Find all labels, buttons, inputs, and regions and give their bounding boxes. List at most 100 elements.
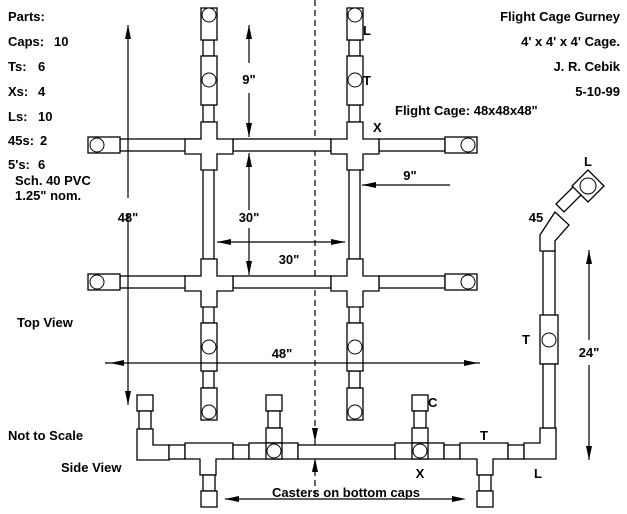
parts-xs-qty: 4 — [38, 84, 46, 99]
pipe — [202, 304, 215, 324]
elbow-fitting — [136, 428, 170, 461]
cap — [411, 394, 429, 412]
label-T-side: T — [480, 428, 488, 443]
label-X: X — [373, 120, 382, 135]
pipe — [232, 138, 332, 152]
pipe — [232, 275, 332, 289]
label-T-handle: T — [522, 332, 530, 347]
material-spec: Sch. 40 PVC — [15, 173, 91, 188]
end-fitting — [87, 273, 121, 291]
drawing-title: Flight Cage Gurney — [500, 9, 621, 24]
dim-top-extension-9: 9" — [242, 72, 255, 87]
top-view: L T X — [87, 7, 478, 421]
label-X-side: X — [416, 466, 425, 481]
cross-fitting — [184, 121, 234, 171]
tee-fitting — [539, 314, 559, 365]
not-to-scale-label: Not to Scale — [8, 428, 83, 443]
pipe — [348, 39, 361, 57]
pipe — [348, 168, 361, 260]
tee-fitting — [459, 442, 509, 476]
title-block: Flight Cage Gurney 4' x 4' x 4' Cage. J.… — [395, 9, 621, 118]
tee-fitting — [200, 322, 218, 372]
pipe — [478, 474, 492, 492]
parts-5s-qty: 6 — [38, 157, 45, 172]
pipe — [232, 444, 250, 460]
end-fitting — [444, 273, 478, 291]
label-45: 45 — [529, 210, 543, 225]
parts-xs-label: Xs: — [8, 84, 28, 99]
dim-width-48: 48" — [272, 346, 293, 361]
pipe — [348, 104, 361, 123]
dim-inner-vertical-30: 30" — [239, 210, 260, 225]
label-T: T — [363, 73, 371, 88]
pipe — [378, 138, 446, 152]
pipe — [168, 444, 186, 460]
pipe — [542, 250, 556, 319]
pipe — [202, 370, 215, 389]
casters-note: Casters on bottom caps — [272, 485, 420, 500]
pipe — [443, 444, 461, 460]
elbow-fitting — [571, 169, 605, 203]
pipe — [542, 363, 556, 429]
label-C: C — [428, 395, 438, 410]
label-L-handle: L — [584, 154, 592, 169]
caster-cap — [200, 490, 218, 508]
parts-45s-label: 45s: — [8, 133, 34, 148]
cross-fitting — [330, 121, 380, 171]
parts-ls-label: Ls: — [8, 109, 28, 124]
label-L-side: L — [534, 466, 542, 481]
material-size: 1.25" nom. — [15, 188, 81, 203]
side-view: C X T L 45 L T Casters on bottom caps — [136, 154, 605, 508]
pipe — [413, 410, 427, 429]
tee-fitting — [200, 55, 218, 106]
pipe — [348, 304, 361, 324]
cap — [136, 394, 154, 412]
parts-ts-qty: 6 — [38, 59, 45, 74]
label-L: L — [363, 23, 371, 38]
dimensions: 48" 9" 30" 30" 9" 48" 24" — [105, 25, 599, 472]
cap — [265, 394, 283, 412]
tee-fitting — [184, 442, 234, 476]
pipe — [378, 275, 446, 289]
pipe — [348, 370, 361, 389]
end-fitting — [444, 136, 478, 154]
end-fitting — [346, 387, 364, 421]
end-fitting — [200, 7, 218, 41]
parts-45s-qty: 2 — [40, 133, 47, 148]
dim-inner-horizontal-30: 30" — [279, 252, 300, 267]
parts-list: Parts: Caps: 10 Ts: 6 Xs: 4 Ls: 10 45s: … — [8, 9, 91, 203]
tee-fitting — [346, 322, 364, 372]
cage-size: 4' x 4' x 4' Cage. — [521, 34, 620, 49]
pipe — [138, 410, 152, 430]
dim-side-extension-9: 9" — [403, 168, 416, 183]
cross-fitting — [330, 258, 380, 308]
end-fitting — [346, 7, 364, 41]
cage-note: Flight Cage: 48x48x48" — [395, 103, 538, 118]
dim-height-48: 48" — [118, 210, 139, 225]
cross-fitting — [184, 258, 234, 308]
parts-5s-label: 5's: — [8, 157, 30, 172]
top-view-label: Top View — [17, 315, 74, 330]
pipe — [507, 444, 525, 460]
45-degree-fitting — [539, 210, 570, 252]
dim-handle-24: 24" — [579, 345, 600, 360]
parts-ts-label: Ts: — [8, 59, 27, 74]
arrowhead — [125, 391, 131, 405]
tee-fitting — [346, 55, 364, 106]
parts-ls-qty: 10 — [38, 109, 52, 124]
pipe — [202, 104, 215, 123]
elbow-fitting — [523, 427, 557, 460]
parts-caps-label: Caps: — [8, 34, 44, 49]
pipe — [202, 168, 215, 260]
caster-cap — [476, 490, 494, 508]
pipe — [202, 39, 215, 57]
arrowhead — [125, 25, 131, 39]
end-fitting — [200, 387, 218, 421]
parts-heading: Parts: — [8, 9, 45, 24]
date: 5-10-99 — [575, 84, 620, 99]
end-fitting — [87, 136, 121, 154]
pipe — [267, 410, 281, 429]
pipe — [297, 444, 396, 460]
parts-caps-qty: 10 — [54, 34, 68, 49]
